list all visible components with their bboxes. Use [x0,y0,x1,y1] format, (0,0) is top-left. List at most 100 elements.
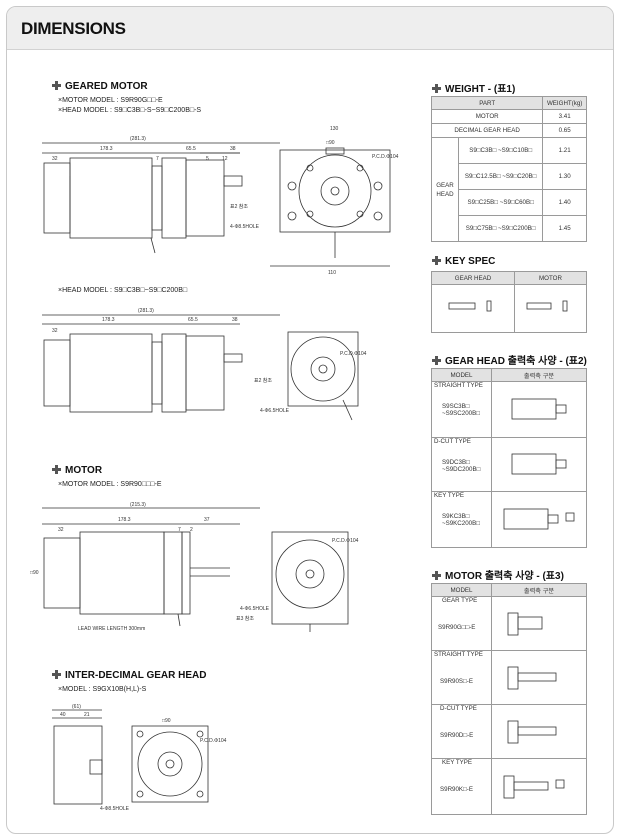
dim-total: (215.3) [130,502,146,508]
part-cell: S9□C25B□ ~S9□C60B□ [457,189,544,216]
dim-hole: 4-Φ8.5HOLE [100,806,130,812]
dim-square: □90 [30,570,39,576]
inter-decimal-model: ×MODEL : S9GX10B(H,L)-S [58,686,147,693]
dim-note: 표3 참조 [236,615,254,622]
col-motor: MOTOR [514,271,587,285]
motor-output-heading: MOTOR 출력축 사양 - (표3) [432,567,564,582]
plus-icon [432,356,441,365]
col-gear-head: GEAR HEAD [431,271,515,285]
shaft-drawing [491,491,587,548]
plus-icon [432,256,441,265]
key-gear-head-drawing [431,284,515,333]
page-title: DIMENSIONS [21,19,126,38]
dim-pcd: P.C.D.Φ104 [200,738,227,744]
motor-drawing: (215.3) 178.3 37 32 7 2 LEAD WIRE LENGTH… [30,502,359,632]
weight-cell: 1.30 [542,163,587,190]
part-cell: MOTOR [430,109,544,124]
col-output: 출력축 구분 [491,368,587,382]
dim-lead: LEAD WIRE LENGTH 300mm [78,626,145,632]
dim-pcd: P.C.D.Φ104 [372,154,399,160]
dim-d2: 21 [84,712,90,718]
plus-icon [52,465,61,474]
dim-hole: 4-Φ8.5HOLE [230,224,260,230]
inter-decimal-heading: INTER-DECIMAL GEAR HEAD [52,669,206,681]
dim-d2: 65.5 [188,317,198,323]
table-row: MOTOR 3.41 [430,109,587,124]
dim-d7: 12 [222,156,228,162]
shaft-drawing [491,596,587,651]
geared-motor-drawing: (281.3) 178.3 65.5 38 32 7 5 12 130 □90 … [42,126,399,276]
dim-d1: 178.3 [102,317,115,323]
shaft-drawing [491,704,587,759]
dim-length: 110 [328,270,336,276]
gear-head-output-heading: GEAR HEAD 출력축 사양 - (표2) [432,352,587,367]
shaft-drawing [491,758,587,815]
dim-d3: 32 [58,527,64,533]
col-output: 출력축 구분 [491,583,587,597]
dim-d6: 5 [206,156,209,162]
panel-header: DIMENSIONS [7,7,613,50]
weight-cell: 1.21 [542,137,587,164]
dim-d5: 2 [190,527,193,533]
geared-motor-model: ×MOTOR MODEL : S9R90G□□-E [58,97,163,104]
head-model-2-note: ×HEAD MODEL : S9□C3B□~S9□C200B□ [58,287,188,294]
inter-decimal-drawing: (61) 40 21 □90 P.C.D.Φ104 4-Φ8.5HOLE [52,704,227,812]
dim-d1: 40 [60,712,66,718]
part-cell: S9□C75B□ ~S9□C200B□ [457,215,544,242]
key-motor-drawing [514,284,587,333]
plus-icon [432,571,441,580]
motor-heading: MOTOR [52,464,102,476]
table-header-row: PART WEIGHT(kg) [430,96,587,110]
part-cell: DECIMAL GEAR HEAD [430,123,544,138]
col-part: PART [430,96,544,110]
dim-d3: 38 [230,146,236,152]
shaft-drawing [491,650,587,705]
table-row: GEAR HEAD S9□C3B□ ~S9□C10B□ 1.21 [431,137,587,242]
shaft-drawing [491,381,587,438]
key-spec-table: GEAR HEAD MOTOR [431,271,587,333]
dim-hole: 4-Φ6.5HOLE [240,606,270,612]
dim-d3: 38 [232,317,238,323]
weight-cell: 1.45 [542,215,587,242]
weight-cell: 1.40 [542,189,587,216]
dim-d2: 65.5 [186,146,196,152]
motor-model: ×MOTOR MODEL : S9R90□□□-E [58,481,162,488]
shaft-drawing [491,437,587,492]
dim-total: (61) [72,704,81,710]
dim-d1: 178.3 [100,146,113,152]
dim-total: (281.3) [138,308,154,314]
plus-icon [52,81,61,90]
gear-head-label: GEAR HEAD [431,137,459,242]
weight-cell: 3.41 [542,109,587,124]
part-cell: S9□C12.5B□ ~S9□C20B□ [457,163,544,190]
dim-d2: 37 [204,517,210,523]
dim-pcd: P.C.D.Φ104 [332,538,359,544]
col-model: MODEL [431,368,492,382]
weight-table: PART WEIGHT(kg) MOTOR 3.41 DECIMAL GEAR … [430,96,587,242]
dim-square: □90 [326,140,335,146]
weight-cell: 0.65 [542,123,587,138]
dim-d4: 7 [178,527,181,533]
dim-hole: 4-Φ6.5HOLE [260,408,290,414]
dim-d1: 178.3 [118,517,131,523]
plus-icon [52,670,61,679]
dim-total: (281.3) [130,136,146,142]
plus-icon [432,84,441,93]
dim-square: □90 [162,718,171,724]
dim-note: 표2 참조 [230,203,248,210]
key-spec-heading: KEY SPEC [432,255,495,267]
dim-note: 표2 참조 [254,377,272,384]
